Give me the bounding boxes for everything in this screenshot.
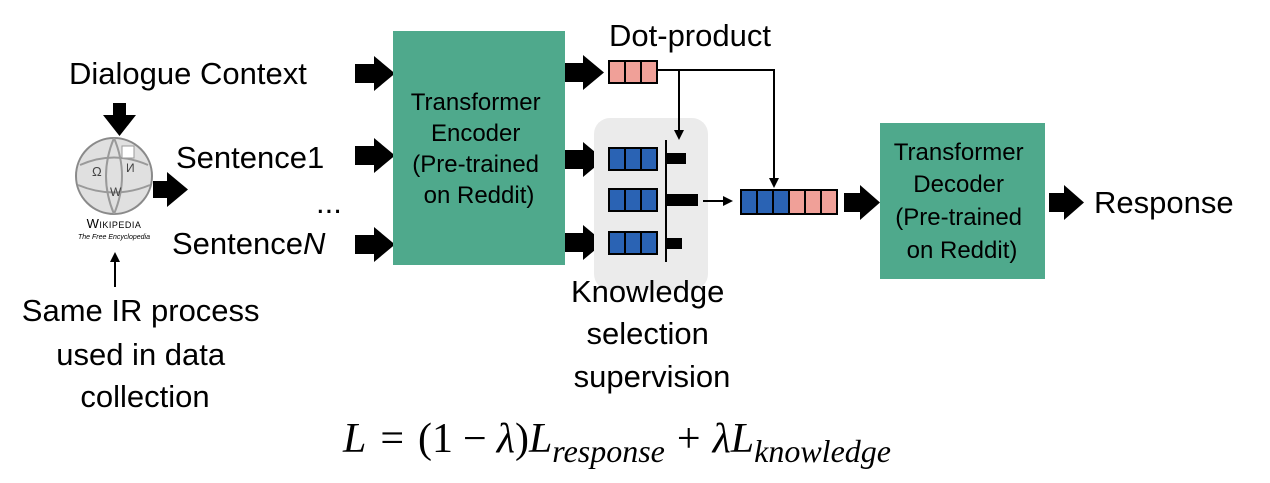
concatenated-vector bbox=[740, 189, 838, 215]
transformer-decoder-box bbox=[880, 123, 1045, 279]
svg-text:Ω: Ω bbox=[92, 164, 102, 179]
svg-text:W: W bbox=[110, 185, 122, 199]
score-bar-2 bbox=[666, 194, 698, 206]
knowledge-vector-2 bbox=[608, 188, 658, 212]
ir-note-line-3: collection bbox=[80, 379, 209, 414]
fat-arrows bbox=[103, 55, 1084, 262]
dialogue-context-label: Dialogue Context bbox=[69, 56, 307, 91]
score-bar-n bbox=[666, 238, 682, 249]
arrow-decoder-response bbox=[1049, 185, 1084, 220]
ir-note-line-1: Same IR process bbox=[22, 293, 260, 328]
knowledge-vector-n bbox=[608, 231, 658, 255]
ir-note-line-2: used in data bbox=[56, 337, 226, 372]
arrow-encoder-s1-vec bbox=[564, 142, 604, 177]
knowledge-vector-1 bbox=[608, 147, 658, 171]
sentence-n-prefix: Sentence bbox=[172, 226, 303, 261]
sentence1-label: Sentence1 bbox=[176, 140, 324, 175]
dot-product-label: Dot-product bbox=[609, 18, 771, 53]
sentence-n-suffix: N bbox=[303, 226, 326, 261]
arrow-context-encoder bbox=[355, 56, 395, 91]
transformer-encoder-box bbox=[393, 31, 565, 265]
arrow-s1-encoder bbox=[355, 138, 395, 173]
wikipedia-title: Wikipedia bbox=[87, 216, 142, 231]
arrow-encoder-sn-vec bbox=[564, 225, 604, 260]
ir-note: Same IR process used in data collection bbox=[22, 293, 268, 414]
arrow-down-to-wiki bbox=[103, 103, 136, 136]
ellipsis-label: ... bbox=[316, 185, 342, 220]
dot-product-arrows bbox=[657, 69, 779, 206]
svg-text:И: И bbox=[126, 161, 135, 175]
arrow-wiki-right bbox=[153, 172, 188, 207]
arrow-concat-decoder bbox=[844, 185, 880, 220]
loss-formula: L=(1−λ)Lresponse+λLknowledge bbox=[342, 416, 891, 469]
wikipedia-logo: Ω W И Wikipedia The Free Encyclopedia bbox=[75, 137, 153, 241]
encoder-label: Transformer Encoder (Pre-trained on Redd… bbox=[411, 89, 547, 209]
sentence-n-label: SentenceN bbox=[172, 226, 326, 261]
arrow-sn-encoder bbox=[355, 227, 395, 262]
globe-icon bbox=[75, 137, 153, 215]
arrow-encoder-context-vec bbox=[564, 55, 604, 90]
context-vector bbox=[608, 60, 658, 84]
wikipedia-tagline: The Free Encyclopedia bbox=[78, 234, 150, 241]
response-label: Response bbox=[1094, 185, 1234, 220]
decoder-label: Transformer Decoder (Pre-trained on Redd… bbox=[894, 139, 1030, 264]
score-bar-1 bbox=[666, 153, 686, 164]
knowledge-selection-label: Knowledge selection supervision bbox=[571, 274, 733, 394]
